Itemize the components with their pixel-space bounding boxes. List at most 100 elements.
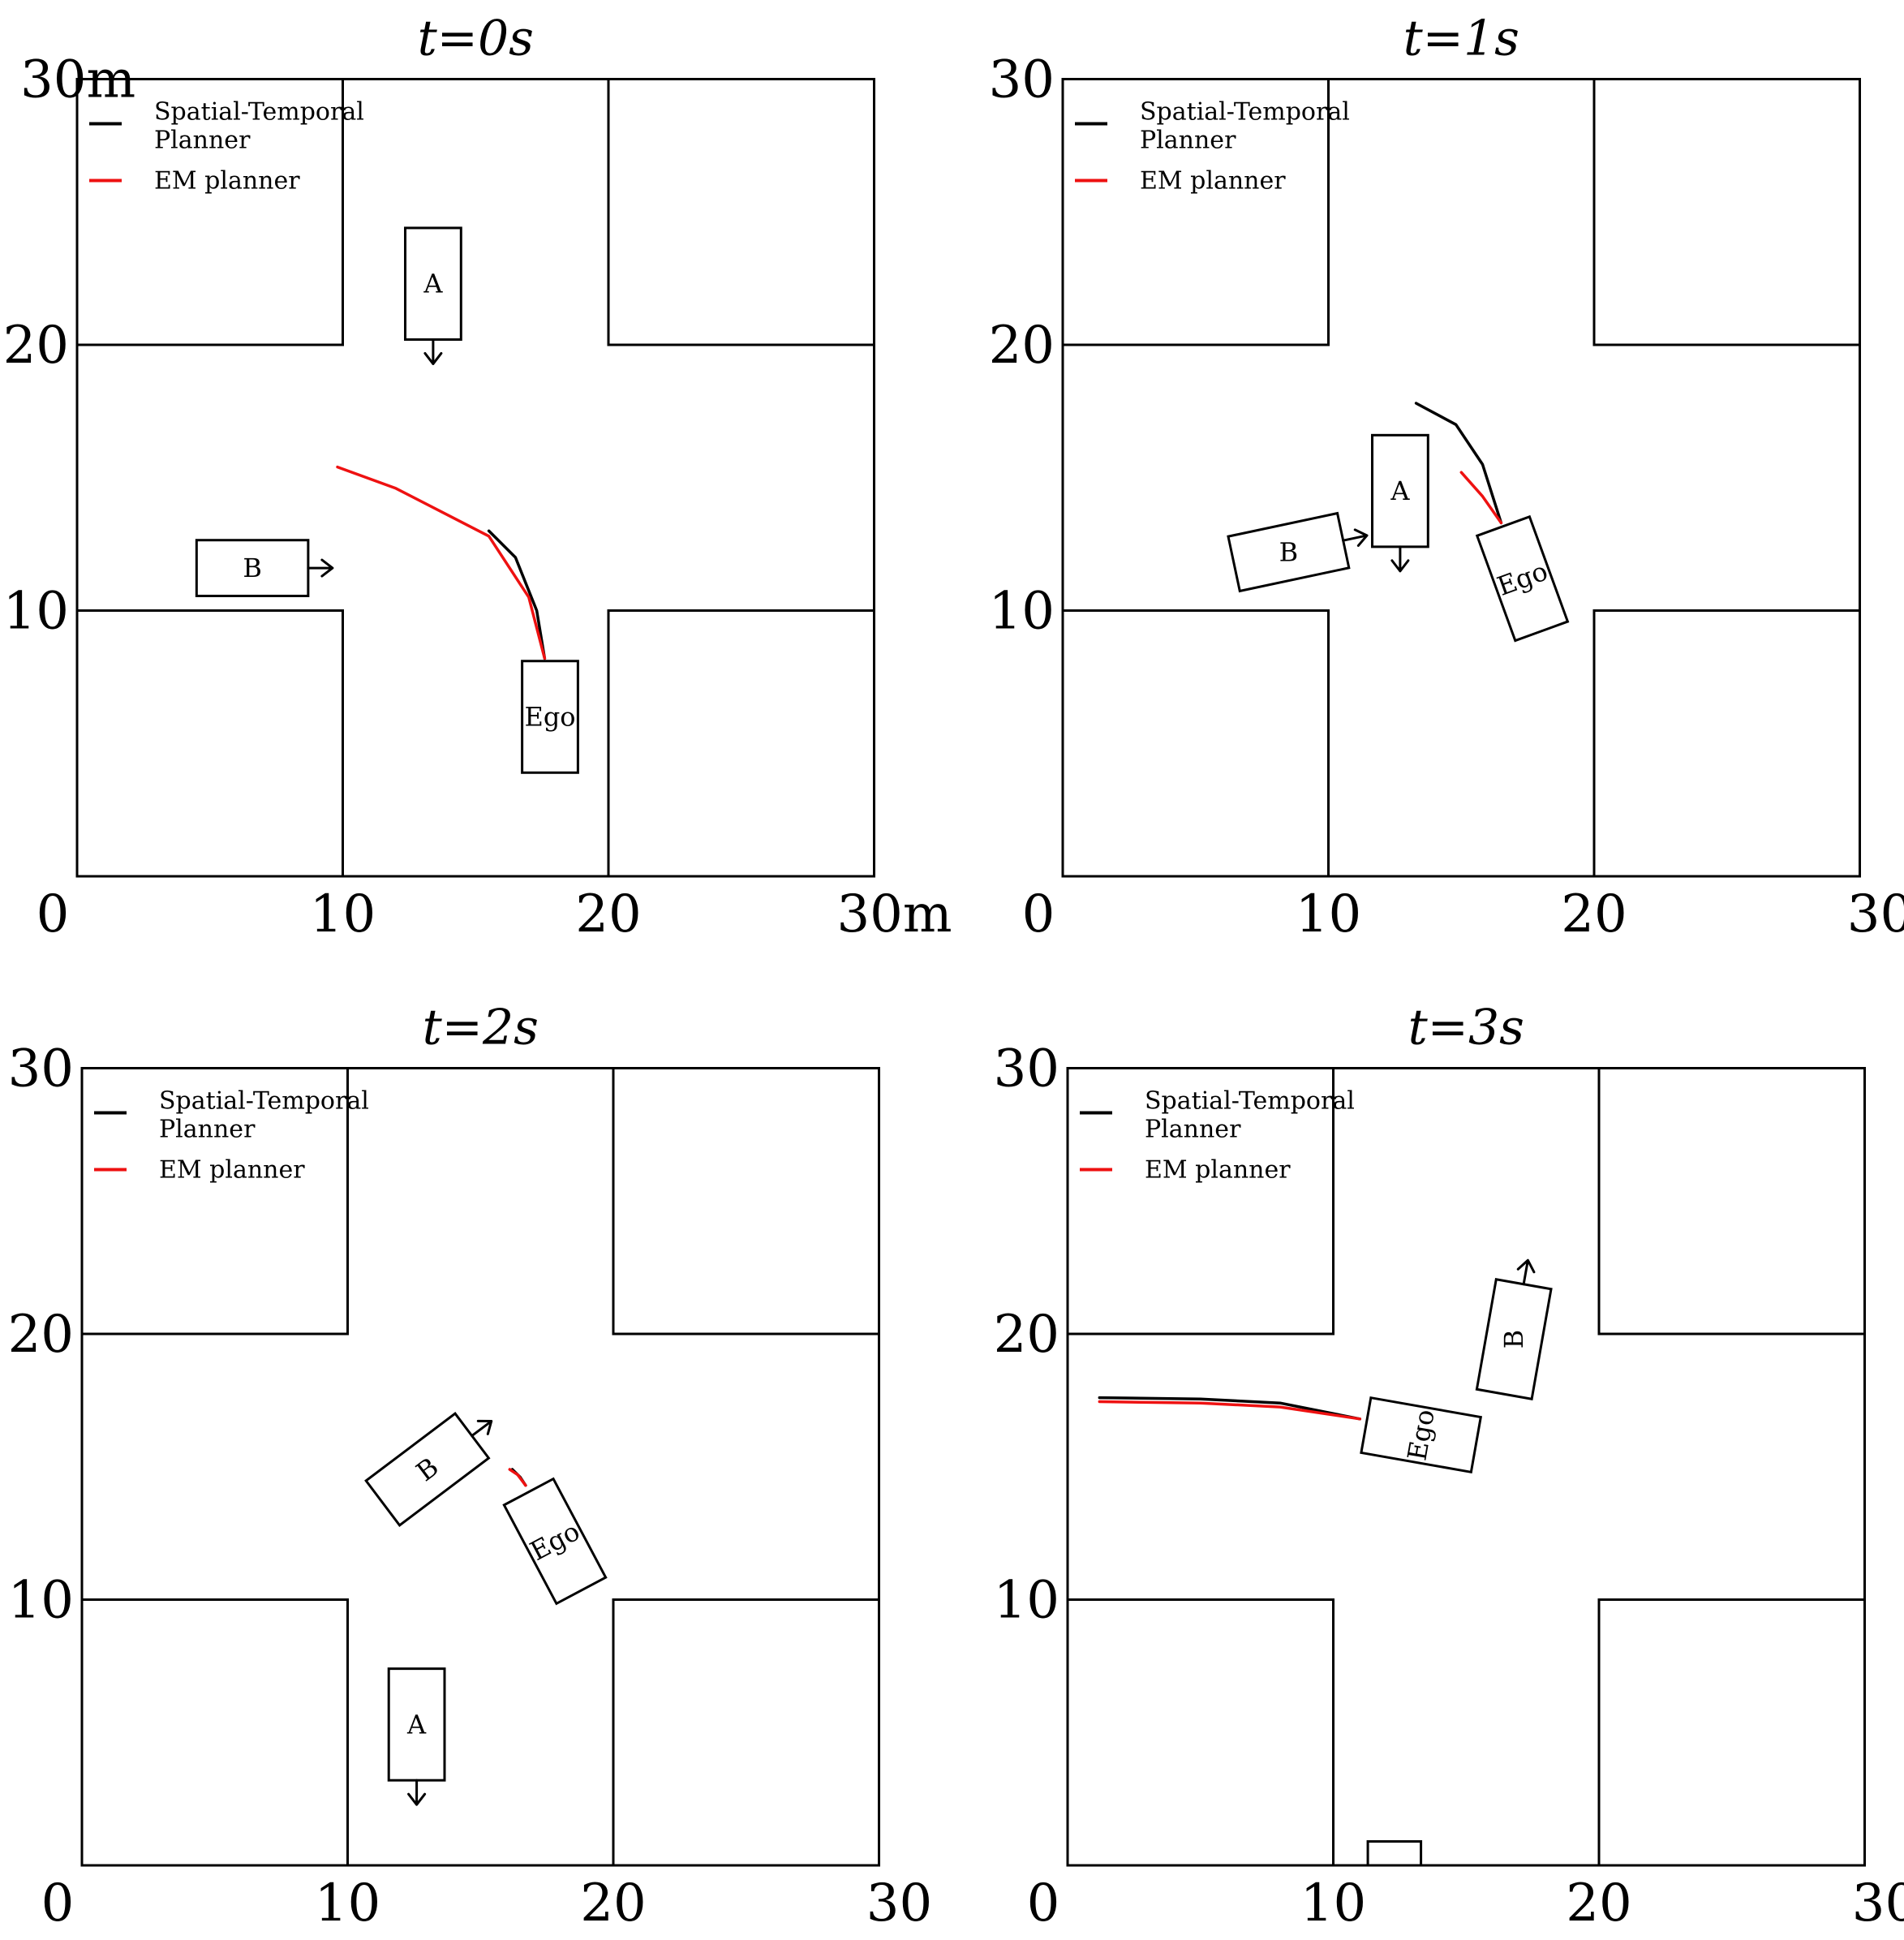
legend-label-planner: Planner [1145, 1116, 1241, 1144]
vehicle-label: Ego [1401, 1407, 1440, 1463]
vehicle-body [1360, 1396, 1483, 1474]
heading-arrow [423, 338, 443, 365]
x-tick-label: 0 [37, 884, 70, 944]
y-tick-label: 20 [3, 316, 69, 376]
vehicle-b: B [1475, 1258, 1553, 1400]
vehicle-body [502, 1477, 608, 1606]
corner-block [1066, 1598, 1335, 1867]
vehicle-label: A [423, 269, 443, 299]
panel-title: t=2s [423, 1000, 539, 1056]
vehicle-a: A [1371, 433, 1429, 573]
vehicle-a: A [387, 1667, 446, 1806]
vehicle-label: A [1390, 475, 1410, 506]
vehicle-body [1475, 514, 1570, 643]
corner-block [1061, 78, 1330, 346]
y-tick-label: 20 [989, 316, 1055, 376]
x-tick-label: 30m [836, 884, 952, 944]
spatial-temporal-trajectory [1098, 1396, 1362, 1421]
em-trajectory [336, 465, 547, 660]
vehicle-label: Ego [524, 702, 575, 733]
x-tick-label: 10 [315, 1873, 380, 1934]
vehicle-label: B [1498, 1330, 1529, 1349]
spatial-temporal-trajectory [487, 529, 547, 660]
corner-block [75, 609, 344, 878]
corner-block [80, 1067, 349, 1336]
corner-block [1597, 1067, 1866, 1336]
x-tick-label: 20 [1566, 1873, 1631, 1934]
corner-block [75, 78, 344, 346]
legend-label-spatial-temporal: Spatial-Temporal [154, 98, 364, 127]
x-tick-label: 10 [1300, 1873, 1366, 1934]
corner-block [80, 1598, 349, 1867]
legend-label-planner: Planner [1140, 127, 1236, 155]
legend-label-spatial-temporal: Spatial-Temporal [1140, 98, 1350, 127]
x-tick-label: 10 [310, 884, 376, 944]
heading-arrow [307, 558, 334, 578]
em-trajectory [508, 1468, 527, 1487]
corner-block [1066, 1067, 1335, 1336]
legend-label-em: EM planner [1145, 1156, 1291, 1185]
y-tick-label: 20 [994, 1305, 1059, 1365]
panel-title: t=3s [1408, 1000, 1524, 1056]
map-frame [1061, 78, 1861, 878]
heading-arrow [471, 1419, 493, 1438]
y-tick-label: 10 [989, 582, 1055, 642]
vehicle-body [521, 660, 579, 774]
legend-label-spatial-temporal: Spatial-Temporal [159, 1087, 369, 1116]
map-frame [75, 78, 875, 878]
x-tick-label: 20 [575, 884, 641, 944]
vehicle-ego: Ego [502, 1477, 608, 1606]
corner-block [607, 609, 875, 878]
vehicle-a: A [404, 226, 462, 365]
vehicle-label: B [1279, 537, 1299, 568]
legend-label-planner: Planner [154, 127, 251, 155]
legend-label-em: EM planner [1140, 167, 1286, 196]
panel-title: t=0s [418, 11, 534, 67]
heading-arrow [1516, 1258, 1536, 1286]
vehicle-label: B [243, 553, 262, 583]
heading-arrow [1342, 528, 1369, 547]
corner-block [1061, 609, 1330, 878]
x-tick-label: 30 [1852, 1873, 1904, 1934]
corner-block [1592, 609, 1861, 878]
x-tick-label: 20 [580, 1873, 646, 1934]
corner-block [607, 78, 875, 346]
y-tick-label: 10 [8, 1571, 74, 1631]
map-frame [1066, 1067, 1866, 1867]
legend-label-spatial-temporal: Spatial-Temporal [1145, 1087, 1355, 1116]
legend-label-em: EM planner [154, 167, 300, 196]
y-tick-label: 10 [3, 582, 69, 642]
legend-label-em: EM planner [159, 1156, 305, 1185]
vehicle-label: B [410, 1452, 445, 1488]
vehicle-label: Ego [1493, 556, 1551, 602]
x-tick-label: 10 [1296, 884, 1361, 944]
vehicle-b: B [364, 1412, 493, 1527]
corner-block [1592, 78, 1861, 346]
heading-arrow [407, 1779, 427, 1806]
x-tick-label: 0 [1027, 1873, 1060, 1934]
vehicle-label: A [406, 1709, 427, 1740]
heading-arrow [1390, 545, 1410, 573]
vehicle-b: B [1227, 511, 1369, 593]
obstacle-box [1366, 1840, 1423, 1867]
vehicle-ego: Ego [1360, 1396, 1483, 1474]
y-tick-label: 30 [989, 50, 1055, 110]
x-tick-label: 0 [1022, 884, 1055, 944]
vehicle-ego: Ego [1475, 514, 1570, 643]
y-tick-label: 30m [20, 50, 135, 110]
y-tick-label: 30 [994, 1039, 1059, 1099]
em-trajectory [1098, 1400, 1362, 1421]
spatial-temporal-trajectory [1414, 402, 1503, 525]
vehicle-b: B [195, 539, 334, 597]
x-tick-label: 20 [1561, 884, 1627, 944]
corner-block [1597, 1598, 1866, 1867]
map-frame [80, 1067, 880, 1867]
vehicle-ego: Ego [521, 660, 579, 774]
y-tick-label: 30 [8, 1039, 74, 1099]
em-trajectory [1459, 471, 1503, 525]
